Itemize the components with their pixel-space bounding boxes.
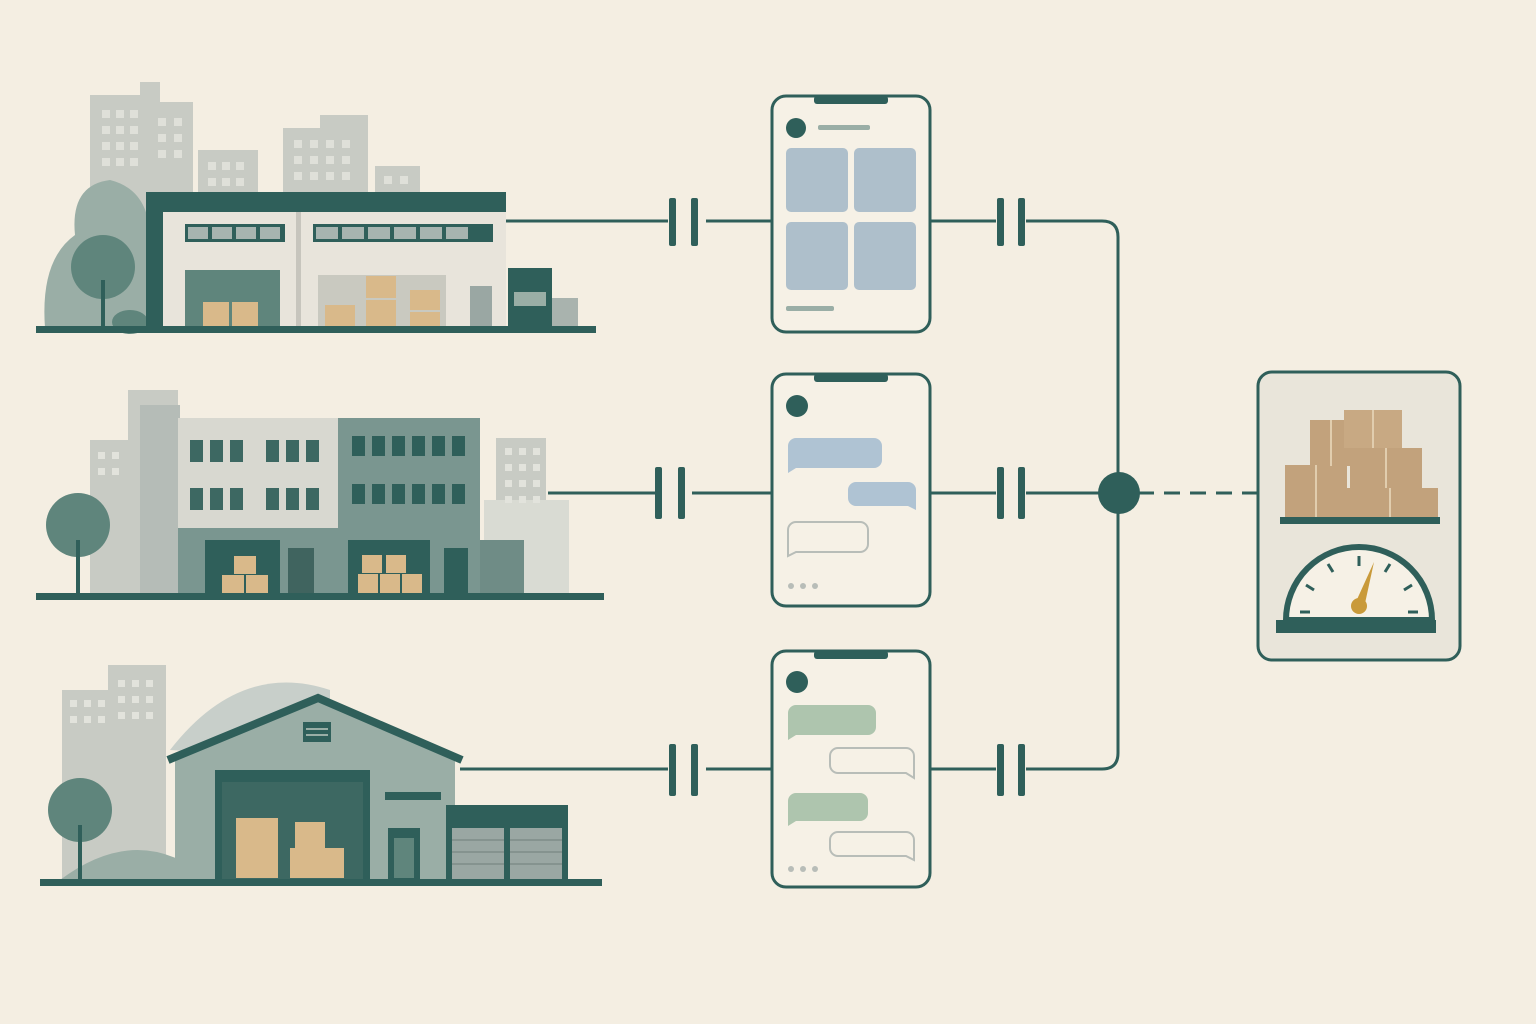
ground-line: [36, 326, 596, 333]
link-marker: [1018, 198, 1025, 246]
boxes-icon: [222, 555, 422, 593]
link-marker: [997, 198, 1004, 246]
inventory-panel: [1256, 370, 1462, 662]
gauge-icon: [1282, 544, 1436, 623]
link-marker: [997, 467, 1004, 519]
link-marker: [997, 744, 1004, 796]
boxes-icon: [1285, 410, 1438, 517]
chat-bubble-empty: [829, 831, 915, 862]
photo-tile: [786, 222, 848, 290]
tree-icon: [48, 778, 112, 880]
chat-bubble: [788, 793, 868, 826]
tree-icon: [46, 493, 110, 595]
phone-1: [770, 94, 932, 334]
tree-icon: [71, 235, 135, 326]
link-marker: [655, 467, 662, 519]
ground-line: [36, 593, 604, 600]
warehouse-1: [36, 82, 596, 334]
photo-tile: [786, 148, 848, 212]
chat-bubble-empty: [829, 747, 915, 780]
link-marker: [1018, 467, 1025, 519]
link-marker: [669, 744, 676, 796]
avatar: [786, 118, 806, 138]
link-marker: [669, 198, 676, 246]
chat-bubble: [848, 482, 916, 510]
link-marker: [1018, 744, 1025, 796]
photo-tile: [854, 148, 916, 212]
hub-dot-icon: [1098, 472, 1140, 514]
ground-line: [40, 879, 602, 886]
boxes-icon: [236, 818, 344, 878]
link-marker: [691, 744, 698, 796]
phone-2: [770, 372, 932, 608]
warehouse-3: [40, 665, 602, 886]
warehouse-2: [36, 390, 604, 600]
chat-bubble-empty: [787, 521, 869, 558]
photo-tile: [854, 222, 916, 290]
link-marker: [678, 467, 685, 519]
gauge-base: [1276, 620, 1436, 633]
gauge-needle: [1354, 562, 1374, 608]
link-markers: [655, 198, 1025, 796]
avatar: [786, 671, 808, 693]
chat-bubble: [788, 438, 882, 473]
link-marker: [691, 198, 698, 246]
shelf: [1280, 517, 1440, 524]
boxes-icon: [203, 276, 440, 327]
phone-3: [770, 649, 932, 889]
avatar: [786, 395, 808, 417]
chat-bubble: [788, 705, 876, 740]
